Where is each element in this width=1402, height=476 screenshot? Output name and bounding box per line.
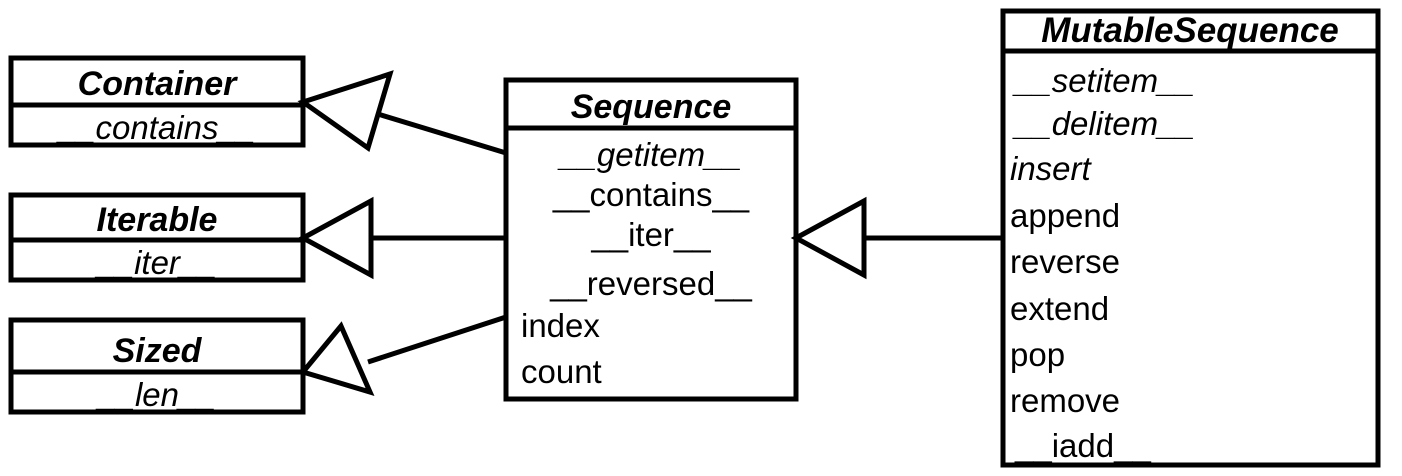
sequence-member-3: __reversed__	[549, 265, 752, 302]
class-box-iterable[interactable]: Iterable __iter__	[8, 192, 306, 283]
mutablesequence-member-8: __iadd__	[1014, 427, 1151, 464]
container-box-outline	[8, 55, 306, 148]
generalization-arrowhead-sequence	[790, 196, 867, 280]
relation-line-sequence-container	[367, 108, 507, 156]
mutablesequence-class-name: MutableSequence	[1041, 11, 1339, 50]
sequence-box-outline	[503, 77, 799, 402]
class-box-container[interactable]: Container __contains__	[8, 55, 306, 148]
iterable-class-name: Iterable	[97, 201, 218, 239]
iterable-member-0: __iter__	[94, 244, 216, 281]
sequence-member-5: count	[521, 353, 602, 390]
generalization-arrowhead-container	[297, 70, 394, 153]
sequence-member-2: __iter__	[590, 216, 711, 253]
mutablesequence-member-2: insert	[1010, 150, 1093, 187]
sized-class-name: Sized	[113, 332, 203, 370]
class-box-sized[interactable]: Sized __len__	[8, 317, 306, 415]
container-member-0: __contains__	[56, 109, 255, 146]
relation-arrowheads	[297, 70, 867, 396]
mutablesequence-member-4: reverse	[1010, 243, 1120, 280]
sized-member-0: __len__	[95, 376, 215, 413]
mutablesequence-member-6: pop	[1010, 336, 1065, 373]
relation-line-sequence-sized	[367, 314, 507, 365]
mutablesequence-member-5: extend	[1010, 290, 1109, 327]
sequence-member-1: __contains__	[552, 176, 750, 213]
sequence-member-4: index	[521, 307, 600, 344]
container-class-name: Container	[78, 65, 238, 103]
sequence-class-name: Sequence	[571, 88, 732, 126]
generalization-arrowhead-sized	[298, 321, 375, 396]
sized-box-outline	[8, 317, 306, 415]
mutablesequence-member-7: remove	[1010, 382, 1120, 419]
mutablesequence-box-outline	[1000, 8, 1381, 468]
generalization-arrowhead-iterable	[297, 196, 374, 280]
sequence-member-0: __getitem__	[557, 136, 742, 173]
mutablesequence-member-0: __setitem__	[1012, 62, 1195, 99]
relation-lines	[367, 108, 1003, 365]
class-box-mutablesequence[interactable]: MutableSequence __setitem__ __delitem__ …	[1000, 8, 1381, 468]
mutablesequence-member-3: append	[1010, 197, 1120, 234]
mutablesequence-member-1: __delitem__	[1012, 105, 1195, 142]
class-box-sequence[interactable]: Sequence __getitem__ __contains__ __iter…	[503, 77, 799, 402]
